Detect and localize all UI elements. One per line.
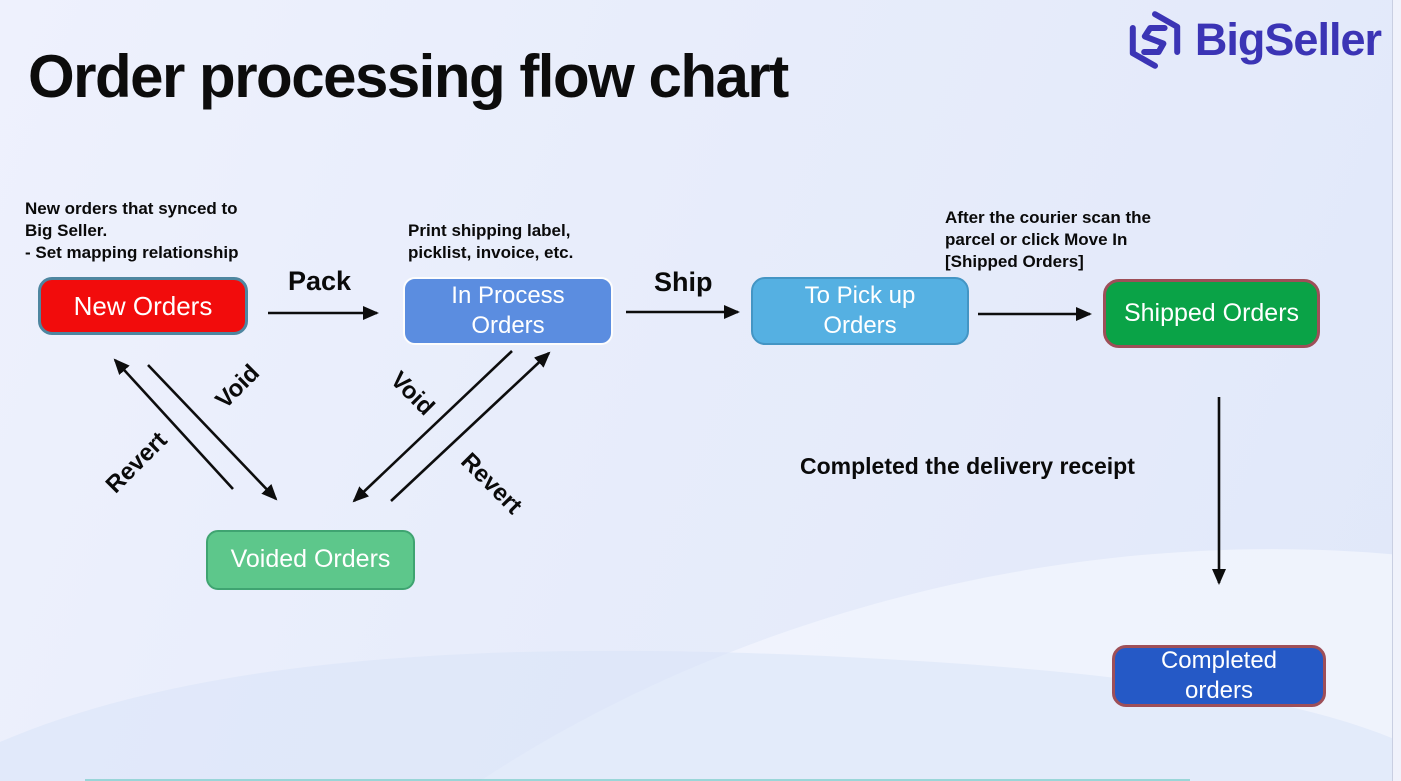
node-completed-orders: Completed orders — [1112, 645, 1326, 707]
node-in-process-orders: In Process Orders — [403, 277, 613, 345]
note-delivery-receipt: Completed the delivery receipt — [800, 453, 1135, 479]
bottom-accent-line — [85, 779, 1190, 781]
node-voided-orders: Voided Orders — [206, 530, 415, 590]
edge-label-void-right: Void — [385, 366, 440, 421]
node-to-pick-up-orders: To Pick up Orders — [751, 277, 969, 345]
note-shipped-orders: After the courier scan the parcel or cli… — [945, 208, 1151, 271]
bigseller-logo-icon — [1129, 11, 1181, 69]
page-title: Order processing flow chart — [28, 43, 789, 110]
page-right-edge — [1392, 0, 1401, 781]
edge-label-void-left: Void — [210, 359, 265, 414]
node-new-orders: New Orders — [38, 277, 248, 335]
edge-label-pack: Pack — [288, 266, 352, 296]
edge-label-ship: Ship — [654, 267, 713, 297]
bigseller-logo: BigSeller — [1125, 10, 1382, 70]
bigseller-logo-text: BigSeller — [1194, 14, 1382, 65]
note-in-process: Print shipping label, picklist, invoice,… — [408, 221, 574, 262]
note-new-orders: New orders that synced to Big Seller. - … — [25, 199, 239, 262]
node-shipped-orders: Shipped Orders — [1103, 279, 1320, 348]
edge-label-revert-left: Revert — [100, 426, 173, 499]
edge-label-revert-right: Revert — [455, 447, 528, 520]
